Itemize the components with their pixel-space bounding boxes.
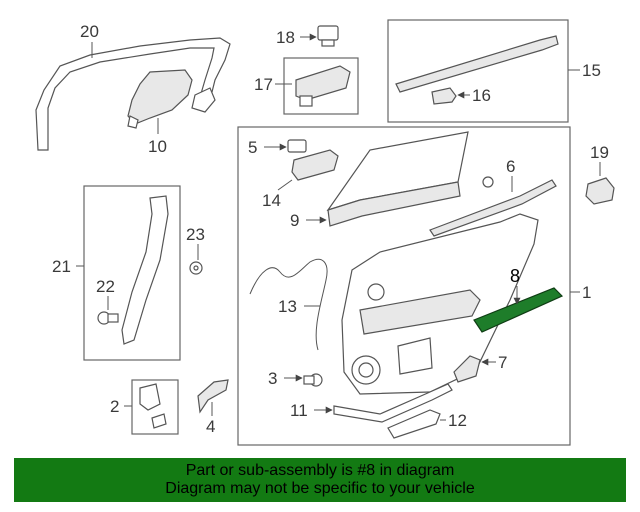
info-banner: Part or sub-assembly is #8 in diagram Di… xyxy=(14,458,626,502)
part-2-bracket[interactable] xyxy=(139,383,167,429)
part-17-switch[interactable] xyxy=(295,65,351,107)
part-15-weatherstrip[interactable] xyxy=(395,35,559,93)
banner-line-2: Diagram may not be specific to your vehi… xyxy=(165,480,475,497)
part-9-upper-trim[interactable] xyxy=(326,131,469,227)
callout-10[interactable]: 10 xyxy=(148,137,167,156)
callout-1[interactable]: 1 xyxy=(582,283,591,302)
parts-diagram: 20 10 18 17 15 16 1 5 14 xyxy=(35,19,615,446)
callout-17[interactable]: 17 xyxy=(254,75,273,94)
part-19-switch[interactable] xyxy=(585,177,615,205)
callout-18[interactable]: 18 xyxy=(276,28,295,47)
part-16-clip[interactable] xyxy=(431,87,457,105)
part-14-switch-bezel[interactable] xyxy=(291,149,339,181)
leader-14 xyxy=(277,179,293,191)
part-7-bracket[interactable] xyxy=(453,355,481,383)
callout-7[interactable]: 7 xyxy=(498,353,507,372)
callout-13[interactable]: 13 xyxy=(278,297,297,316)
box-1-door-assembly xyxy=(237,126,571,446)
part-3-clip[interactable] xyxy=(303,373,323,387)
part-6-upper-garnish[interactable] xyxy=(429,176,557,237)
part-4-cover[interactable] xyxy=(197,379,229,414)
part-21-inner-panel[interactable] xyxy=(121,195,169,345)
callout-4[interactable]: 4 xyxy=(206,417,215,436)
box-2 xyxy=(131,379,179,435)
part-5-clip[interactable] xyxy=(287,139,307,153)
part-10-garnish[interactable] xyxy=(127,69,193,129)
box-21 xyxy=(83,185,181,361)
callout-5[interactable]: 5 xyxy=(248,138,257,157)
callout-19[interactable]: 19 xyxy=(590,143,609,162)
callout-15[interactable]: 15 xyxy=(582,61,601,80)
part-11-lower-strip[interactable] xyxy=(333,383,453,423)
part-23-clip[interactable] xyxy=(189,261,203,275)
callout-2[interactable]: 2 xyxy=(110,397,119,416)
part-18-clip[interactable] xyxy=(317,25,339,47)
callout-23[interactable]: 23 xyxy=(186,225,205,244)
callout-11[interactable]: 11 xyxy=(290,401,308,420)
callout-3[interactable]: 3 xyxy=(268,369,277,388)
callout-14[interactable]: 14 xyxy=(262,191,281,210)
box-17 xyxy=(283,57,359,115)
callout-6[interactable]: 6 xyxy=(506,157,515,176)
callout-21[interactable]: 21 xyxy=(52,257,71,276)
callout-16[interactable]: 16 xyxy=(472,86,491,105)
part-12-scuff-plate[interactable] xyxy=(387,409,441,439)
callout-12[interactable]: 12 xyxy=(448,411,467,430)
callout-22[interactable]: 22 xyxy=(96,277,115,296)
callout-9[interactable]: 9 xyxy=(290,211,299,230)
banner-line-1: Part or sub-assembly is #8 in diagram xyxy=(185,462,455,479)
part-13-wire-harness[interactable] xyxy=(249,258,328,351)
part-8-door-molding[interactable] xyxy=(473,287,564,333)
callout-8[interactable]: 8 xyxy=(510,266,520,286)
part-1-door-trim-panel[interactable] xyxy=(341,213,539,395)
box-15 xyxy=(387,19,569,123)
callout-20[interactable]: 20 xyxy=(80,22,99,41)
part-22-screw[interactable] xyxy=(97,311,119,325)
part-20-frame-molding[interactable] xyxy=(35,37,231,151)
